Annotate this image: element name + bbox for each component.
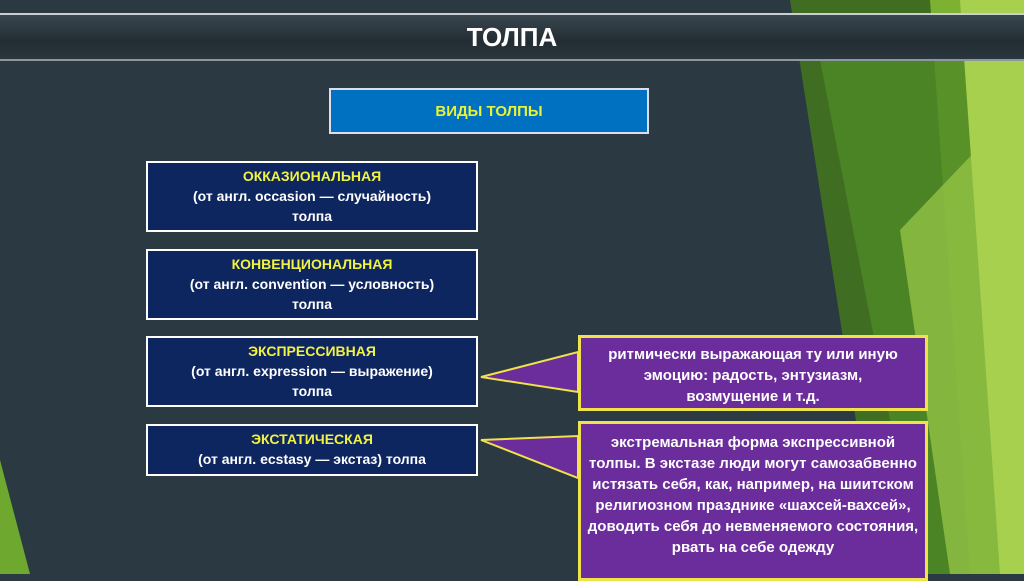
callout-pointer xyxy=(480,434,579,480)
callout-ecstatic: экстремальная форма экспрессивной толпы.… xyxy=(578,421,928,581)
type-name: ОККАЗИОНАЛЬНАЯ xyxy=(242,168,382,184)
type-ecstatic: ЭКСТАТИЧЕСКАЯ (от англ. ecstasy — экстаз… xyxy=(146,424,478,476)
title-bar: ТОЛПА xyxy=(0,13,1024,61)
type-tail: толпа xyxy=(291,383,332,399)
type-desc: (от англ. expression — выражение) xyxy=(191,363,433,379)
page-title: ТОЛПА xyxy=(466,21,558,52)
type-tail: толпа xyxy=(291,296,332,312)
kinds-header: ВИДЫ ТОЛПЫ xyxy=(329,88,649,134)
callout-expressive: ритмически выражающая ту или иную эмоцию… xyxy=(578,335,928,411)
type-desc: (от англ. occasion — случайность) xyxy=(192,188,431,204)
callout-pointer xyxy=(480,350,579,394)
type-desc: (от англ. convention — условность) xyxy=(189,276,435,292)
type-expressive: ЭКСПРЕССИВНАЯ (от англ. expression — выр… xyxy=(146,336,478,407)
type-tail: толпа xyxy=(291,208,332,224)
type-name: ЭКСТАТИЧЕСКАЯ xyxy=(251,431,373,447)
type-name: КОНВЕНЦИОНАЛЬНАЯ xyxy=(231,256,393,272)
type-conventional: КОНВЕНЦИОНАЛЬНАЯ (от англ. convention — … xyxy=(146,249,478,320)
type-occasional: ОККАЗИОНАЛЬНАЯ (от англ. occasion — случ… xyxy=(146,161,478,232)
type-desc: (от англ. ecstasy — экстаз) толпа xyxy=(198,451,426,467)
type-name: ЭКСПРЕССИВНАЯ xyxy=(248,343,376,359)
